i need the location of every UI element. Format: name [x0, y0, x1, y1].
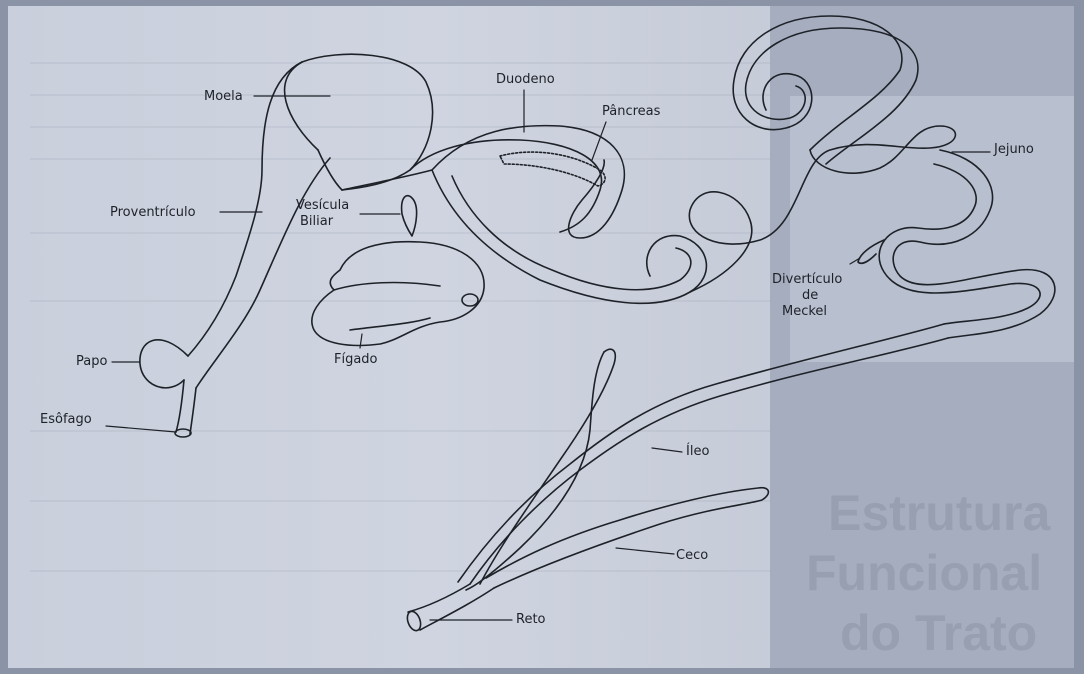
leader-esofago — [106, 426, 176, 432]
proventriculo-outline — [196, 158, 330, 388]
duodeno-outline — [452, 176, 691, 290]
label-ileo: Íleo — [686, 444, 709, 459]
jejuno-outline — [879, 164, 1040, 324]
leader-pancreas — [592, 122, 606, 160]
label-diverticulo-1: Divertículo — [772, 272, 842, 287]
proventriculo-outline — [188, 62, 302, 356]
pancreas-outline — [500, 152, 605, 186]
label-esofago: Esôfago — [40, 412, 92, 427]
esofago-outline — [190, 388, 196, 434]
jejuno-outline — [746, 28, 918, 164]
figado-lobe-line — [334, 283, 440, 290]
ceco-outline — [466, 352, 604, 590]
figado-outline — [312, 242, 484, 346]
label-vesicula-1: Vesícula — [296, 198, 349, 213]
ileo-outline — [470, 338, 948, 584]
label-figado: Fígado — [334, 352, 378, 367]
papo-outline — [140, 340, 188, 388]
label-diverticulo-2: de — [802, 288, 818, 303]
duodeno-outline — [432, 170, 706, 303]
label-papo: Papo — [76, 354, 107, 369]
esofago-outline — [176, 380, 184, 432]
label-reto: Reto — [516, 612, 546, 627]
leader-ceco — [616, 548, 674, 554]
label-vesicula-2: Biliar — [300, 214, 333, 229]
jejuno-outline — [893, 150, 1055, 338]
ceco-outline — [486, 488, 768, 588]
jejuno-outline — [689, 126, 955, 292]
vesicula-biliar-outline — [402, 196, 417, 236]
leader-ileo — [652, 448, 682, 452]
moela-inner-line — [318, 150, 342, 190]
label-jejuno: Jejuno — [994, 142, 1034, 157]
esofago-opening — [175, 429, 191, 437]
reto-outline — [420, 588, 494, 630]
label-diverticulo-3: Meckel — [782, 304, 827, 319]
figado-gallbladder-tip — [462, 294, 478, 306]
label-moela: Moela — [204, 89, 243, 104]
label-proventriculo: Proventrículo — [110, 205, 196, 220]
label-duodeno: Duodeno — [496, 72, 555, 87]
label-ceco: Ceco — [676, 548, 708, 563]
jejuno-outline — [733, 16, 902, 150]
label-pancreas: Pâncreas — [602, 104, 660, 119]
